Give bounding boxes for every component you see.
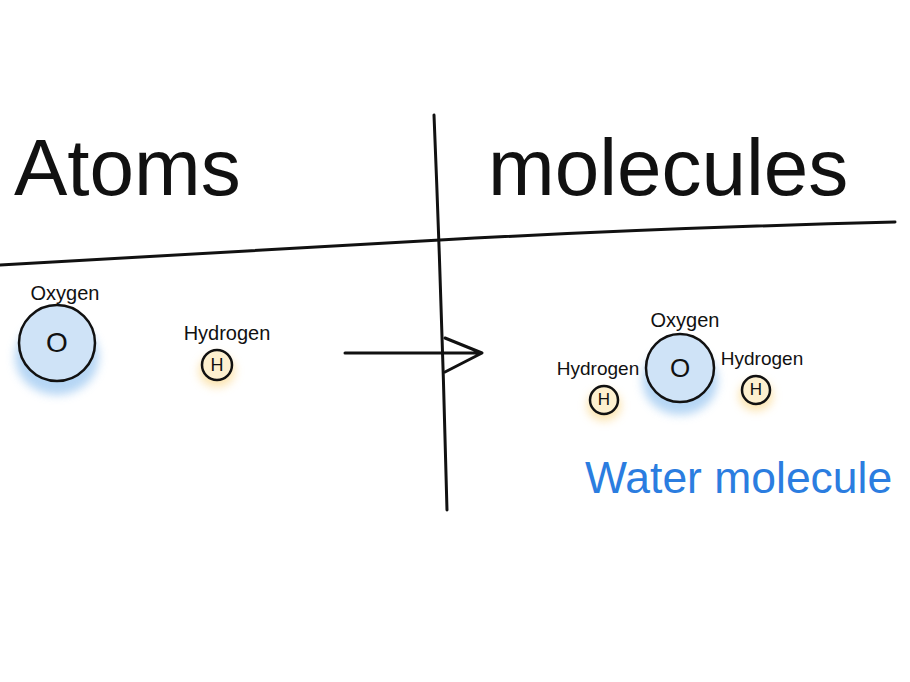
element-name: Oxygen	[29, 283, 102, 303]
column-header: Atoms	[14, 128, 241, 208]
element-name: Hydrogen	[182, 323, 273, 343]
element-name: Hydrogen	[555, 359, 641, 378]
molecule-caption: Water molecule	[585, 452, 910, 503]
header-rule	[0, 222, 895, 265]
hydrogen-atom: HHydrogen	[740, 374, 772, 406]
column-divider	[434, 115, 447, 510]
column-header: molecules	[488, 128, 848, 208]
oxygen-atom: OOxygen	[17, 303, 97, 383]
element-name: Oxygen	[649, 310, 722, 330]
hydrogen-atom: HHydrogen	[200, 348, 234, 382]
element-symbol: H	[588, 384, 620, 416]
reaction-arrow	[345, 338, 482, 372]
element-symbol: H	[740, 374, 772, 406]
element-symbol: O	[17, 303, 97, 383]
element-symbol: O	[644, 332, 716, 404]
element-symbol: H	[200, 348, 234, 382]
element-name: Hydrogen	[719, 349, 805, 368]
hydrogen-atom: HHydrogen	[588, 384, 620, 416]
oxygen-atom: OOxygen	[644, 332, 716, 404]
